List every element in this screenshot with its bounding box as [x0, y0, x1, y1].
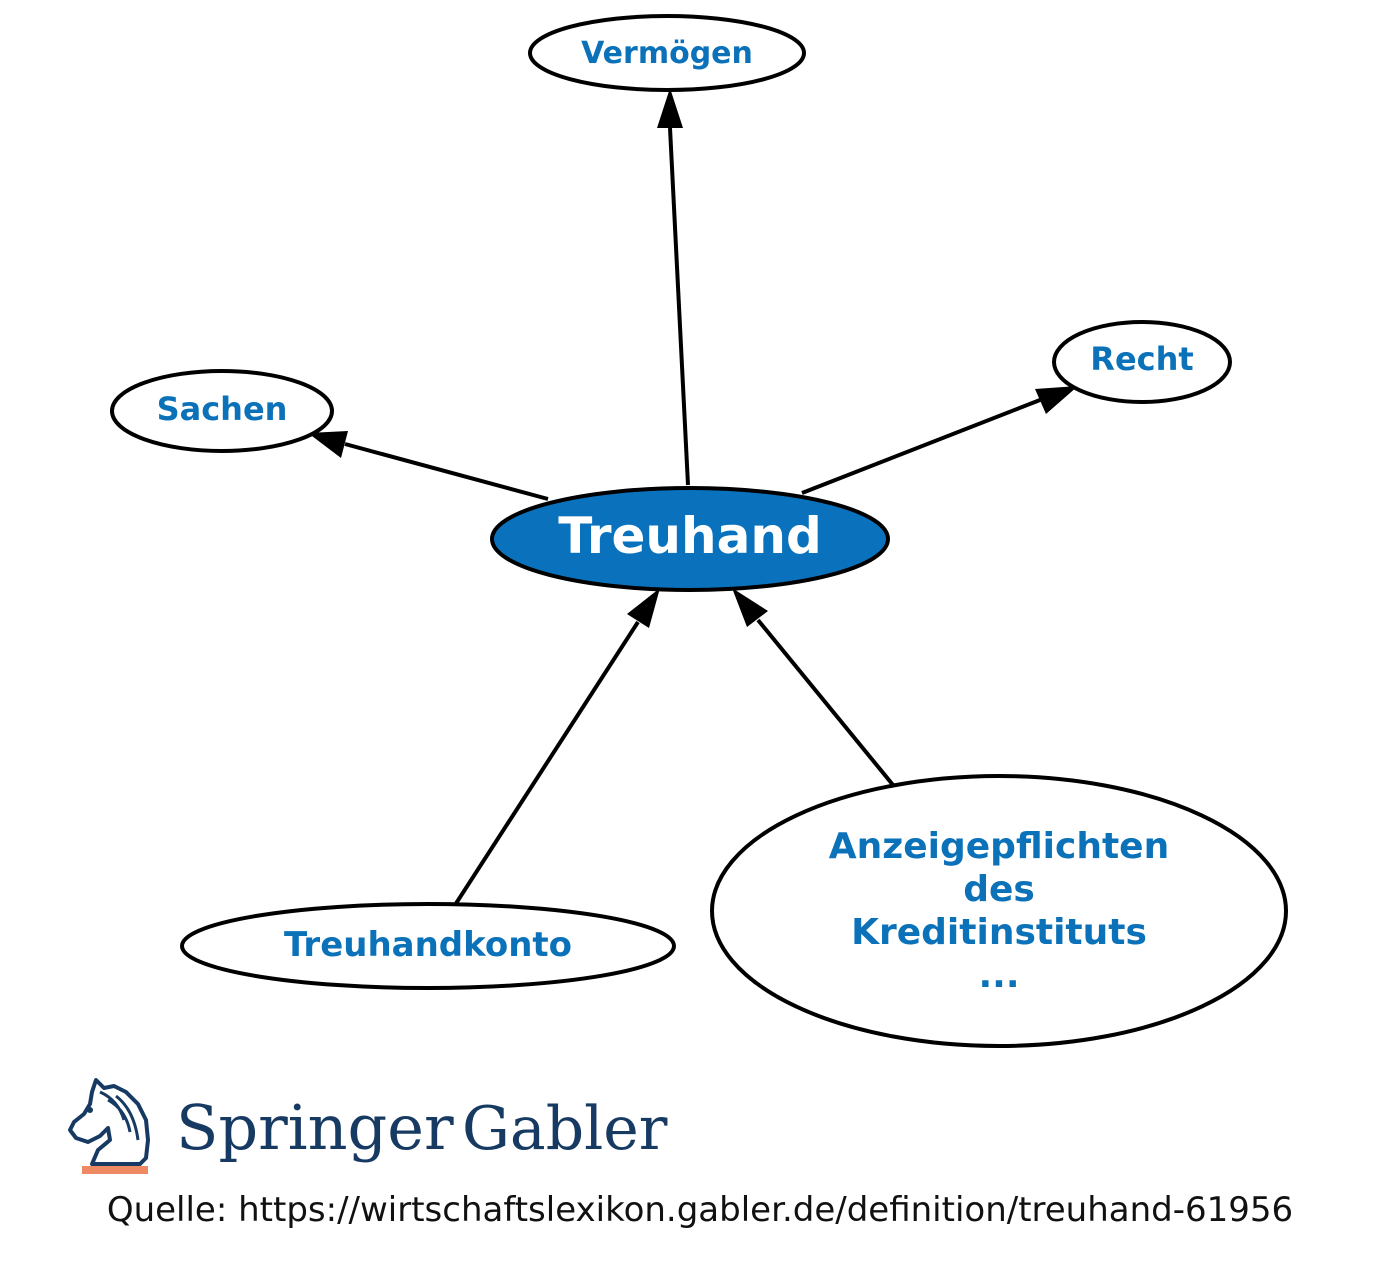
node-anzeigepflichten-line-1: Anzeigepflichten — [829, 826, 1169, 867]
logo-word-gabler: Gabler — [462, 1094, 668, 1164]
node-sachen-label: Sachen — [157, 390, 288, 428]
node-vermoegen-label: Vermögen — [581, 36, 753, 71]
springer-gabler-logo: Springer Gabler — [68, 1078, 668, 1174]
edge-treuhand-vermoegen — [657, 88, 690, 486]
edge-treuhand-recht — [801, 386, 1078, 495]
node-treuhandkonto-label: Treuhandkonto — [284, 925, 572, 965]
knight-horse-icon — [68, 1078, 150, 1174]
node-treuhand-center[interactable]: Treuhand — [490, 486, 890, 592]
node-anzeigepflichten-line-2: des — [963, 869, 1035, 910]
node-anzeigepflichten[interactable]: Anzeigepflichten des Kreditinstituts ... — [710, 774, 1288, 1048]
node-treuhand-label: Treuhand — [558, 507, 822, 565]
source-citation: Quelle: https://wirtschaftslexikon.gable… — [106, 1190, 1294, 1230]
edge-anzeigepflichten-treuhand — [732, 588, 895, 787]
node-vermoegen[interactable]: Vermögen — [528, 14, 806, 92]
node-anzeigepflichten-line-4: ... — [978, 955, 1019, 996]
edge-treuhand-sachen — [308, 431, 549, 501]
edge-treuhandkonto-treuhand — [453, 588, 660, 907]
node-anzeigepflichten-line-3: Kreditinstituts — [851, 912, 1147, 953]
node-recht[interactable]: Recht — [1052, 320, 1232, 404]
node-sachen[interactable]: Sachen — [110, 369, 334, 453]
node-recht-label: Recht — [1090, 340, 1193, 378]
node-treuhandkonto[interactable]: Treuhandkonto — [180, 902, 676, 990]
logo-word-springer: Springer — [176, 1091, 454, 1164]
